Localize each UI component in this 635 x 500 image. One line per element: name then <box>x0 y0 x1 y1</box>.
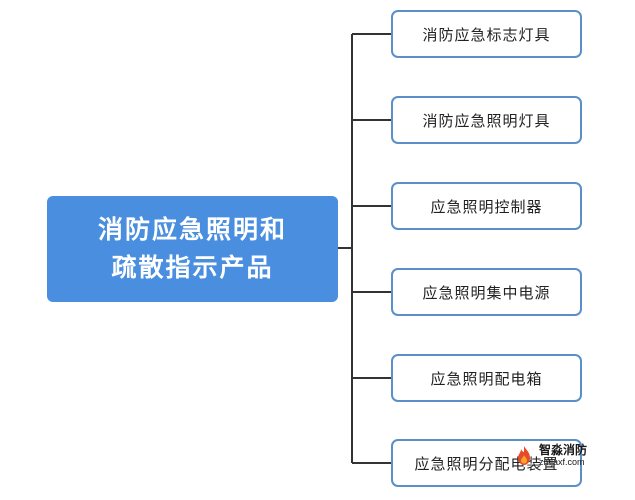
child-label: 应急照明配电箱 <box>430 369 543 388</box>
child-label: 应急照明控制器 <box>430 197 543 216</box>
child-label: 应急照明集中电源 <box>422 283 551 302</box>
watermark-url: zmjaxf.com <box>539 457 585 467</box>
child-node-sign-lamps: 消防应急标志灯具 <box>391 10 582 58</box>
watermark: 智淼消防 zmjaxf.com <box>512 441 612 471</box>
child-node-controller: 应急照明控制器 <box>391 182 582 230</box>
child-node-lighting-lamps: 消防应急照明灯具 <box>391 96 582 144</box>
child-label: 消防应急照明灯具 <box>422 111 551 130</box>
child-node-distribution-box: 应急照明配电箱 <box>391 354 582 402</box>
child-label: 消防应急标志灯具 <box>422 25 551 44</box>
child-node-central-power: 应急照明集中电源 <box>391 268 582 316</box>
child-node-distribution-device: 应急照明分配电装置 <box>391 439 582 487</box>
root-line-1: 消防应急照明和 <box>97 215 287 244</box>
root-node: 消防应急照明和 疏散指示产品 <box>47 196 338 302</box>
flame-logo-icon <box>518 446 530 465</box>
watermark-name: 智淼消防 <box>539 443 588 457</box>
root-line-2: 疏散指示产品 <box>111 253 274 282</box>
